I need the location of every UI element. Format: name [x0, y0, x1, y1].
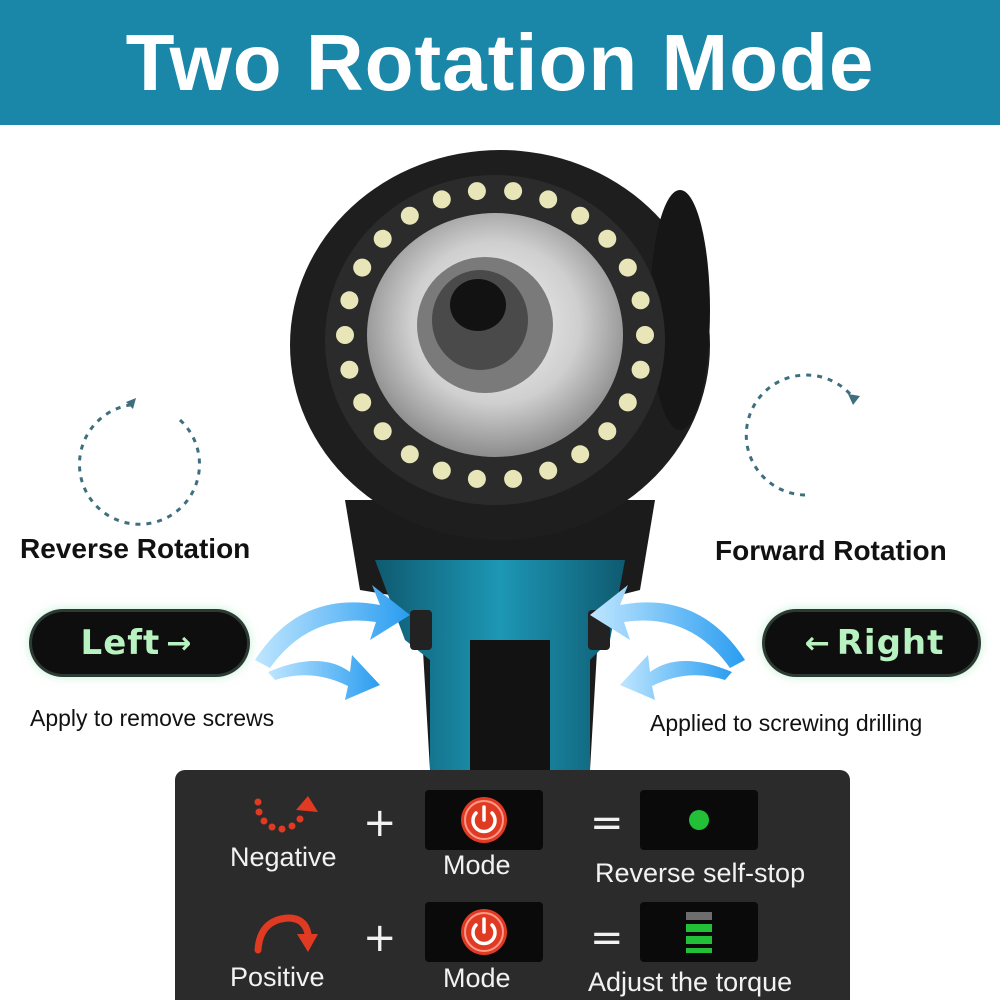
led-dot	[539, 461, 558, 480]
led-dot	[618, 393, 637, 412]
led-dot	[618, 258, 637, 277]
adjust-torque-label: Adjust the torque	[588, 967, 793, 997]
power-icon	[461, 909, 507, 955]
led-dot	[504, 182, 523, 201]
right-button-label: Right	[836, 623, 945, 663]
dotted-curved-arrow-icon	[254, 796, 318, 833]
reverse-self-stop-label: Reverse self-stop	[595, 858, 806, 888]
led-dot	[598, 422, 617, 441]
led-dot	[336, 326, 354, 344]
mode-button-box	[425, 790, 543, 850]
led-dot	[373, 422, 392, 441]
curved-arrow-icon	[254, 914, 318, 954]
led-dot	[539, 190, 558, 209]
negative-label: Negative	[230, 842, 337, 872]
positive-label: Positive	[230, 962, 325, 992]
led-dot	[636, 326, 654, 344]
mode-button-box	[425, 902, 543, 962]
led-dot	[598, 229, 617, 248]
led-dot	[631, 291, 650, 310]
left-button-label: Left	[80, 623, 161, 663]
led-dot	[353, 393, 372, 412]
self-stop-indicator-box	[640, 790, 758, 850]
led-dot	[400, 445, 419, 464]
equals-sign: =	[590, 800, 624, 846]
plus-sign: +	[363, 915, 397, 961]
right-button[interactable]: ← Right	[765, 612, 978, 674]
power-icon	[461, 797, 507, 843]
led-dot	[571, 206, 590, 225]
led-dot	[571, 445, 590, 464]
led-dot	[631, 360, 650, 379]
led-dot	[373, 229, 392, 248]
torque-indicator-box	[640, 902, 758, 962]
led-dot	[467, 469, 486, 488]
header-banner: Two Rotation Mode	[0, 0, 1000, 125]
left-button[interactable]: Left →	[32, 612, 247, 674]
arrow-right-icon: →	[166, 625, 193, 661]
left-arrow-upper	[255, 585, 410, 668]
led-dot	[432, 190, 451, 209]
led-dot	[467, 182, 486, 201]
plus-sign: +	[363, 800, 397, 846]
arrow-left-icon: ←	[804, 625, 831, 661]
mode-label: Mode	[443, 850, 511, 880]
led-dot	[340, 291, 359, 310]
forward-description: Applied to screwing drilling	[650, 710, 923, 736]
reverse-rotation-label: Reverse Rotation	[20, 533, 251, 564]
led-dot	[353, 258, 372, 277]
led-dot	[504, 469, 523, 488]
led-dot	[400, 206, 419, 225]
led-dot	[340, 360, 359, 379]
reverse-description: Apply to remove screws	[30, 705, 275, 731]
torque-bars-icon	[686, 912, 712, 953]
green-dot-icon	[689, 810, 709, 830]
page-title: Two Rotation Mode	[125, 17, 875, 107]
legend-panel: Negative + Mode = Reverse self-stop Posi…	[175, 770, 850, 1000]
forward-rotation-label: Forward Rotation	[715, 535, 947, 566]
equals-sign: =	[590, 915, 624, 961]
mode-label: Mode	[443, 963, 511, 993]
led-dot	[432, 461, 451, 480]
